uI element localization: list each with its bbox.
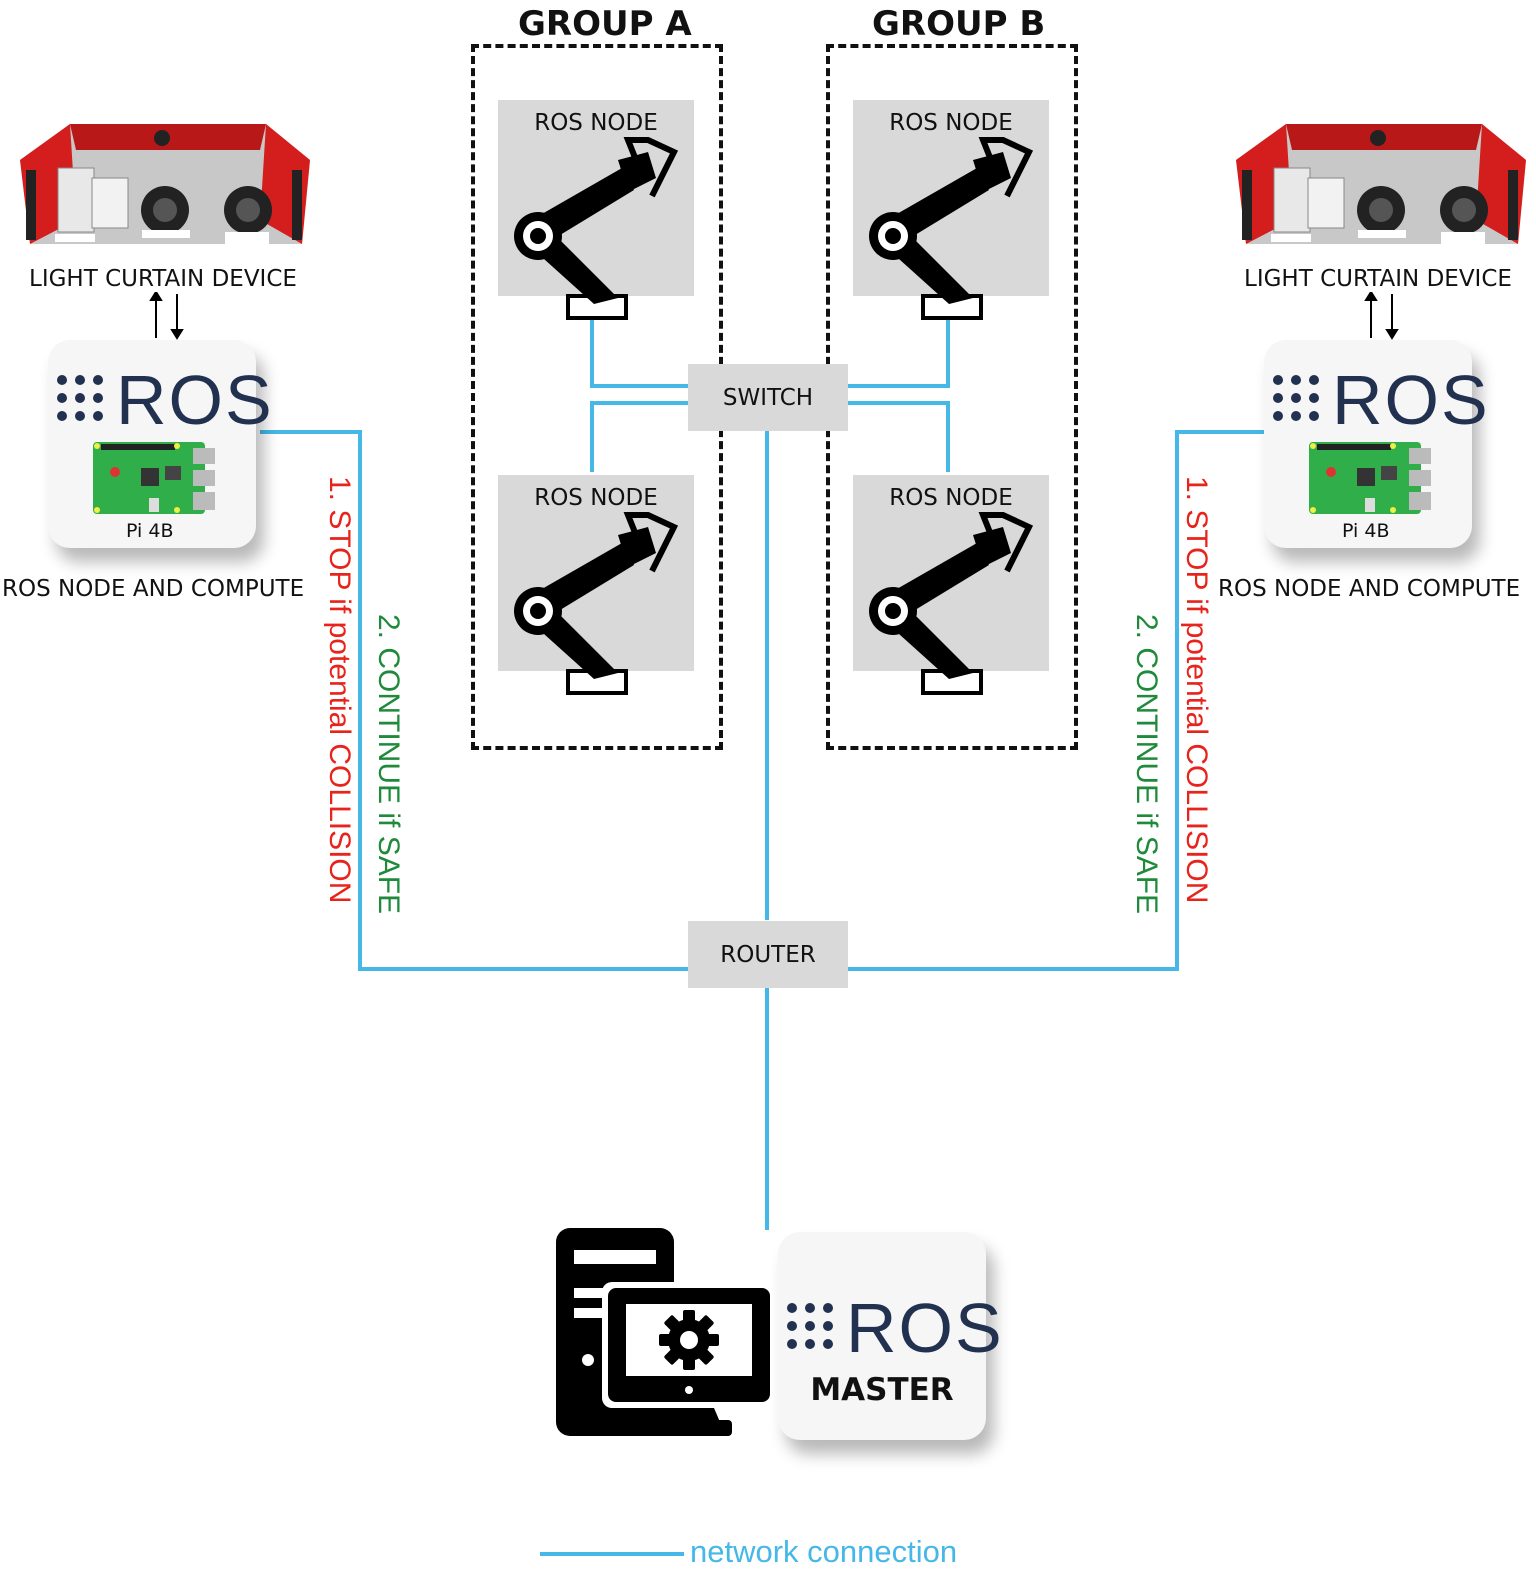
master-label: MASTER [810,1372,954,1408]
ros-logo-text: ROS [1332,361,1490,439]
ros-master-card: ROS MASTER [778,1232,1002,1440]
group-a-title: GROUP A [518,4,692,44]
ros-node-a2: ROS NODE [498,475,694,695]
ros-dots-icon [787,1303,833,1349]
left-pi-label: Pi 4B [126,520,174,542]
left-stop-message: 1. STOP if potential COLLISION [323,476,356,904]
ros-logo-text: ROS [116,361,274,439]
group-b-title: GROUP B [872,4,1046,44]
left-continue-message: 2. CONTINUE if SAFE [372,614,405,915]
robot-arm-icon [869,137,1034,320]
ros-node-label: ROS NODE [889,110,1013,136]
router-box: ROUTER [688,921,848,988]
ros-logo-text: ROS [846,1289,1004,1367]
raspberry-pi-board-icon [93,442,215,514]
right-pi-label: Pi 4B [1342,520,1390,542]
ros-node-b1: ROS NODE [853,100,1049,320]
ros-node-label: ROS NODE [889,485,1013,511]
ros-node-label: ROS NODE [534,485,658,511]
ros-dots-icon [57,375,103,421]
left-light-curtain-label: LIGHT CURTAIN DEVICE [29,266,297,292]
raspberry-pi-board-icon [1309,442,1431,514]
ros-node-b2: ROS NODE [853,475,1049,695]
ros-node-label: ROS NODE [534,110,658,136]
legend-label: network connection [690,1534,958,1569]
robot-arm-icon [514,512,679,695]
ros-dots-icon [1273,375,1319,421]
right-continue-message: 2. CONTINUE if SAFE [1130,614,1163,915]
right-stop-message: 1. STOP if potential COLLISION [1180,476,1213,904]
bidirectional-arrows-icon [149,292,184,340]
light-curtain-device-image [20,124,310,244]
right-ros-compute-card: ROS Pi 4B [1264,340,1488,548]
robot-arm-icon [514,137,679,320]
right-light-curtain-label: LIGHT CURTAIN DEVICE [1244,266,1512,292]
bidirectional-arrows-icon [1364,292,1399,340]
robot-arm-icon [869,512,1034,695]
right-compute-caption: ROS NODE AND COMPUTE [1218,576,1521,602]
light-curtain-device-image [1236,124,1526,244]
switch-box: SWITCH [688,364,848,431]
left-ros-compute-card: ROS Pi 4B [48,340,272,548]
ros-node-a1: ROS NODE [498,100,694,320]
left-compute-caption: ROS NODE AND COMPUTE [2,576,305,602]
computer-settings-icon [556,1228,776,1436]
